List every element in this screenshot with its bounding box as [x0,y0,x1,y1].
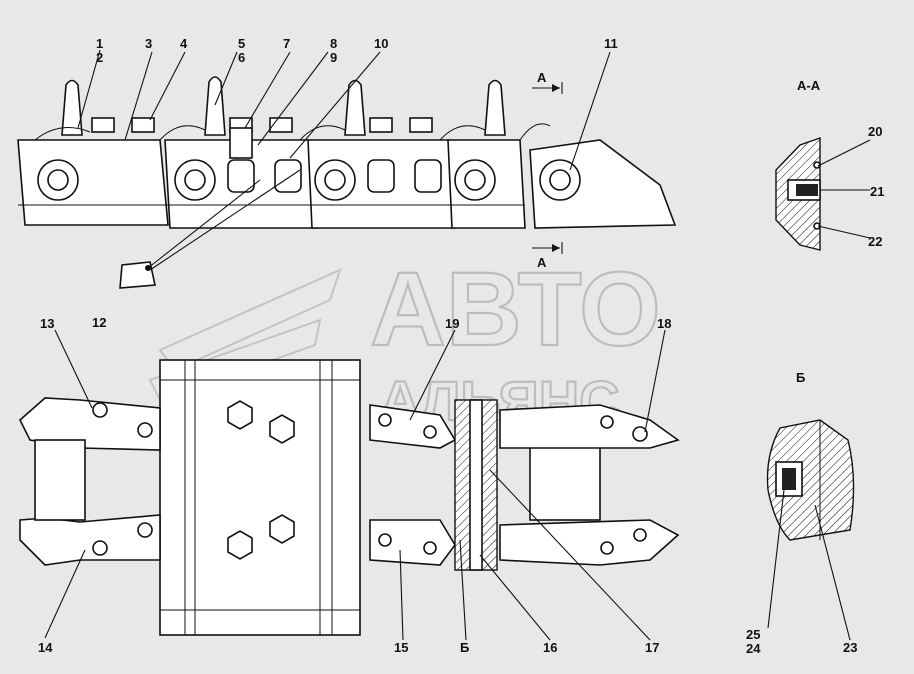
callout-3: 3 [145,36,152,51]
callout-1: 1 [96,36,103,51]
callout-2: 2 [96,50,103,65]
callout-10: 10 [374,36,388,51]
section-arrows: А А [532,70,563,270]
callout-labels: 1 2 3 4 5 6 7 8 9 10 11 12 13 14 15 16 1… [38,36,884,656]
callout-9: 9 [330,50,337,65]
callout-4: 4 [180,36,188,51]
callout-23: 23 [843,640,857,655]
callout-12: 12 [92,315,106,330]
callout-22: 22 [868,234,882,249]
callout-7: 7 [283,36,290,51]
arrow-label-top: А [537,70,547,85]
callout-25: 25 [746,627,760,642]
callout-13: 13 [40,316,54,331]
callout-16: 16 [543,640,557,655]
callout-b: Б [460,640,469,655]
callout-17: 17 [645,640,659,655]
callout-15: 15 [394,640,408,655]
callout-18: 18 [657,316,671,331]
leader-lines [44,49,871,641]
section-b-title: Б [796,370,805,385]
callout-14: 14 [38,640,53,655]
arrow-label-bottom: А [537,255,547,270]
watermark-line1: АВТО [370,251,661,368]
section-aa-title: А-А [797,78,821,93]
callout-5: 5 [238,36,245,51]
track-chain-plan-view [19,359,680,636]
section-aa: А-А [775,78,821,251]
callout-20: 20 [868,124,882,139]
callout-19: 19 [445,316,459,331]
callout-24: 24 [746,641,761,656]
section-b: Б [766,370,855,541]
callout-21: 21 [870,184,884,199]
callout-6: 6 [238,50,245,65]
callout-8: 8 [330,36,337,51]
callout-11: 11 [604,36,618,51]
